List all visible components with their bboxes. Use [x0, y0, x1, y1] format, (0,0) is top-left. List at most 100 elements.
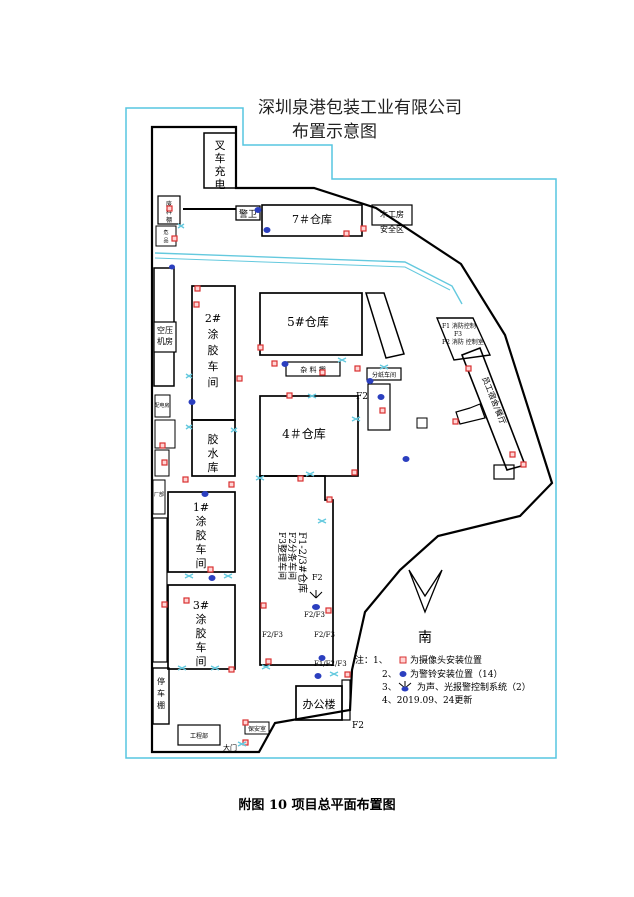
plan-title: 深圳泉港包装工业有限公司	[258, 98, 462, 118]
cutting-workshop-label: 分纸车间	[372, 371, 396, 379]
coating-workshop-1-label: 涂	[196, 514, 207, 528]
plan-subtitle: 布置示意图	[292, 122, 377, 142]
legend-bell-icon	[399, 671, 407, 677]
coating-workshop-2-label: 间	[208, 376, 219, 389]
bike-shed	[152, 667, 170, 725]
security-room-label: 保安室	[248, 725, 266, 733]
f2-workshop-label: F2分条车间	[286, 532, 298, 580]
hazardous-storage-label: 危	[163, 229, 168, 236]
warehouse-5-label: 5#仓库	[287, 314, 329, 329]
f2-f3-label-a: F2/F3	[304, 611, 325, 619]
forklift-charging-label: 车	[215, 151, 226, 165]
link-icon	[329, 671, 339, 677]
waste-storage	[157, 195, 181, 225]
coating-workshop-2-label: 涂	[208, 327, 219, 341]
camera-icon	[194, 285, 201, 292]
compass-arrow-icon	[408, 569, 443, 614]
legend-item-1: 为摄像头安装位置	[410, 654, 482, 666]
camera-icon	[265, 658, 272, 665]
stair-room	[367, 383, 391, 431]
camera-icon	[379, 407, 386, 414]
coating-workshop-2-label: 车	[208, 359, 219, 373]
coating-workshop-3-label: 3#	[193, 599, 209, 612]
engineering-dept-label: 工程部	[190, 732, 208, 740]
link-icon	[307, 393, 317, 399]
bell-icon	[366, 378, 374, 384]
camera-icon	[159, 442, 166, 449]
glue-storage-label: 库	[208, 461, 219, 474]
bell-icon	[281, 361, 289, 367]
camera-icon	[161, 459, 168, 466]
compass-direction: 南	[418, 630, 432, 646]
camera-icon	[257, 344, 264, 351]
camera-icon	[465, 365, 472, 372]
link-markers	[177, 223, 389, 747]
air-compressor-label: 空压	[157, 325, 173, 335]
f3-workshop-label: F3整理车间	[276, 532, 288, 580]
legend-item-4: 4、2019.09、24更新	[382, 694, 472, 706]
security-room	[244, 721, 270, 735]
woodwork-room-label: 木工房	[380, 209, 404, 219]
camera-icon	[183, 597, 190, 604]
link-icon	[305, 471, 315, 477]
camera-icon	[319, 369, 326, 376]
warehouse-5	[259, 292, 363, 356]
air-compressor-label: 机房	[157, 336, 173, 346]
camera-icon	[182, 476, 189, 483]
staff-canteen-wing	[455, 403, 486, 425]
camera-icon	[242, 719, 249, 726]
glue-storage	[191, 419, 236, 477]
link-icon	[255, 475, 265, 481]
road-line-2	[154, 257, 451, 291]
waste-storage-label: 棚	[166, 216, 172, 224]
forklift-charging-label: 充	[215, 164, 226, 178]
staff-canteen-annex	[493, 464, 515, 480]
link-icon	[210, 665, 220, 671]
link-icon	[317, 518, 327, 524]
warehouse-4-label: 4＃仓库	[282, 426, 326, 441]
camera-icon	[228, 666, 235, 673]
bell-markers	[169, 207, 410, 679]
legend-item-2: 为警铃安装位置（14）	[410, 668, 502, 680]
inner-room	[416, 417, 428, 429]
site-boundary	[125, 107, 557, 759]
camera-icon	[260, 602, 267, 609]
small-room-2	[152, 479, 166, 515]
fire-control-block	[435, 317, 492, 361]
guard-room-label: 警卫	[239, 208, 257, 220]
site-plan-map: 叉 车 充 电 警卫 7＃仓库 木工房 安全区 废 料 棚 危 品 空压 机房 …	[125, 107, 557, 759]
coating-workshop-3-label: 胶	[196, 626, 207, 640]
bell-icon	[201, 491, 209, 497]
coating-workshop-3-label: 车	[196, 640, 207, 654]
distribution-room-label: 配电房	[154, 402, 169, 409]
link-icon	[185, 373, 193, 379]
warehouse-f123	[259, 475, 334, 666]
camera-icon	[325, 607, 332, 614]
cutting-workshop	[366, 367, 402, 381]
legend-item-3-num: 3、	[382, 683, 397, 693]
forklift-charging-label: 电	[215, 178, 226, 191]
bell-icon	[402, 456, 410, 462]
coating-workshop-1-label: 车	[196, 542, 207, 556]
f-room-label: F2 消防 控制室	[442, 338, 484, 346]
link-icon	[185, 424, 193, 430]
legend-item-2-num: 2、	[382, 670, 397, 680]
f-room-label: F3	[454, 331, 462, 338]
bike-shed-label: 停	[157, 676, 165, 686]
left-strip-lower	[152, 517, 168, 663]
legend-item-3: 为声、光报警控制系统（2）	[417, 681, 531, 693]
coating-workshop-3	[167, 584, 236, 670]
camera-icon	[344, 671, 351, 678]
camera-icon	[161, 601, 168, 608]
link-icon	[177, 223, 185, 229]
f-room-label: F1 消防控制	[442, 322, 476, 330]
link-icon	[261, 664, 271, 670]
hazardous-storage-label: 品	[163, 238, 168, 244]
camera-icon	[354, 365, 361, 372]
office-wing	[341, 679, 351, 721]
camera-icon	[351, 469, 358, 476]
f2-label-b: F2	[312, 573, 323, 582]
link-icon	[230, 427, 238, 433]
bike-shed-label: 车	[157, 688, 165, 698]
coating-workshop-1-label: 胶	[196, 528, 207, 542]
